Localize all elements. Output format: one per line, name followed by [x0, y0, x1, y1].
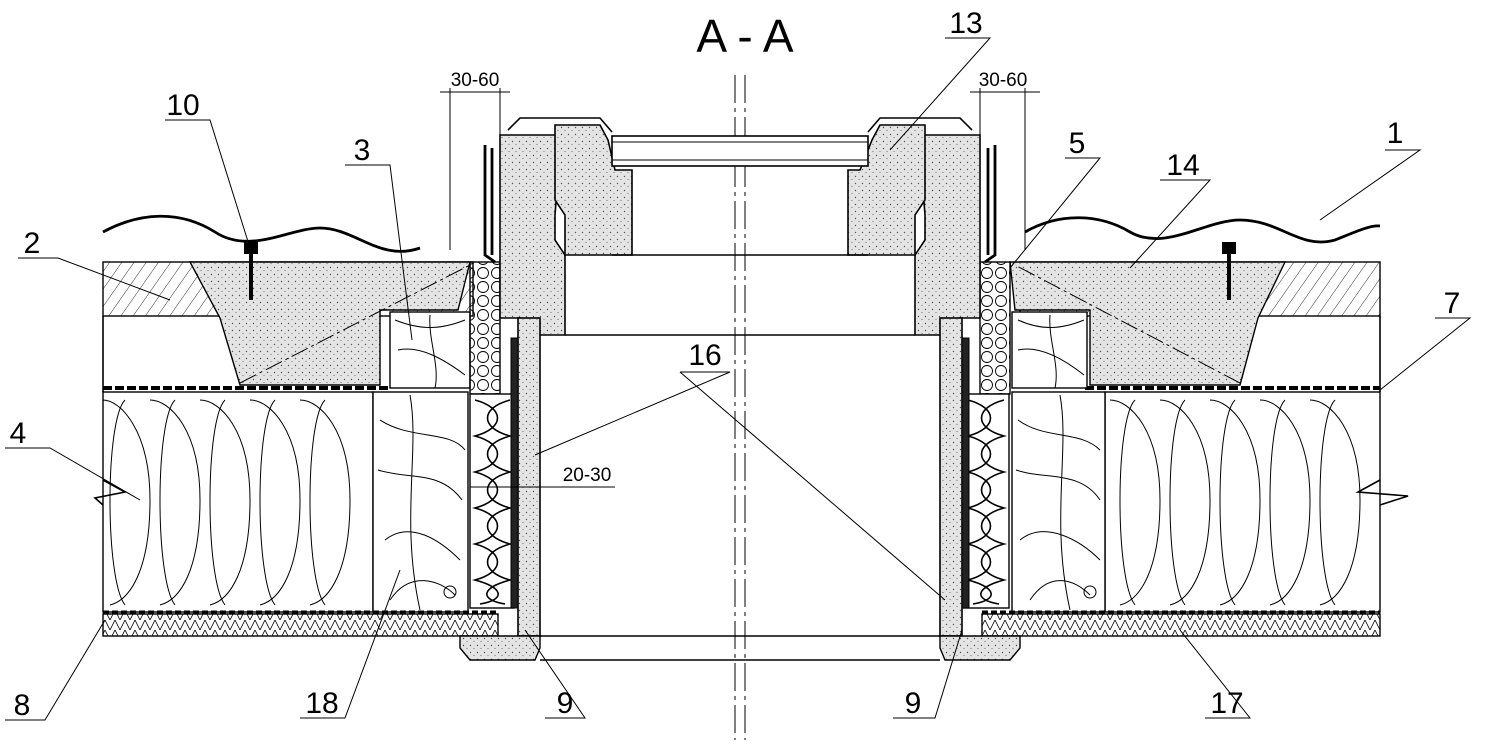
callout-4: 4	[10, 417, 27, 450]
dim-insulation-gap: 20-30	[563, 465, 612, 486]
coil-insulation	[469, 393, 1010, 609]
callout-9-right: 9	[905, 687, 922, 720]
timber-frame-left	[372, 311, 471, 613]
callout-18: 18	[305, 687, 338, 720]
center-axis	[734, 75, 746, 740]
callout-9-left: 9	[557, 687, 574, 720]
callout-2: 2	[24, 227, 41, 260]
window-frame-left	[483, 117, 633, 637]
foam-filler	[469, 261, 1011, 395]
callout-8: 8	[14, 689, 31, 722]
callout-1: 1	[1387, 117, 1404, 150]
callout-3: 3	[354, 134, 371, 167]
dimension-lines	[440, 88, 1040, 488]
dim-flashing-gap-right: 30-60	[979, 70, 1028, 91]
glazing-unit	[565, 135, 915, 336]
callout-5: 5	[1069, 127, 1086, 160]
insulation-left	[102, 391, 374, 613]
callout-10: 10	[166, 89, 199, 122]
screw-left	[244, 242, 258, 300]
window-frame-right	[847, 117, 997, 637]
timber-frame-right	[1011, 311, 1106, 613]
callout-14: 14	[1166, 149, 1199, 182]
sealant-wedge	[188, 261, 1287, 386]
leader-lines	[5, 37, 1472, 721]
screw-right	[1222, 242, 1236, 300]
callout-7: 7	[1444, 287, 1461, 320]
callout-17: 17	[1210, 687, 1243, 720]
roof-covering	[102, 214, 1381, 253]
callout-13: 13	[949, 7, 982, 40]
dim-flashing-gap-left: 30-60	[451, 70, 500, 91]
callout-16: 16	[688, 339, 721, 372]
ceiling-lining	[102, 610, 1381, 661]
section-title: A - A	[696, 10, 793, 62]
insulation-right	[1104, 391, 1381, 613]
break-marks	[93, 479, 1409, 506]
